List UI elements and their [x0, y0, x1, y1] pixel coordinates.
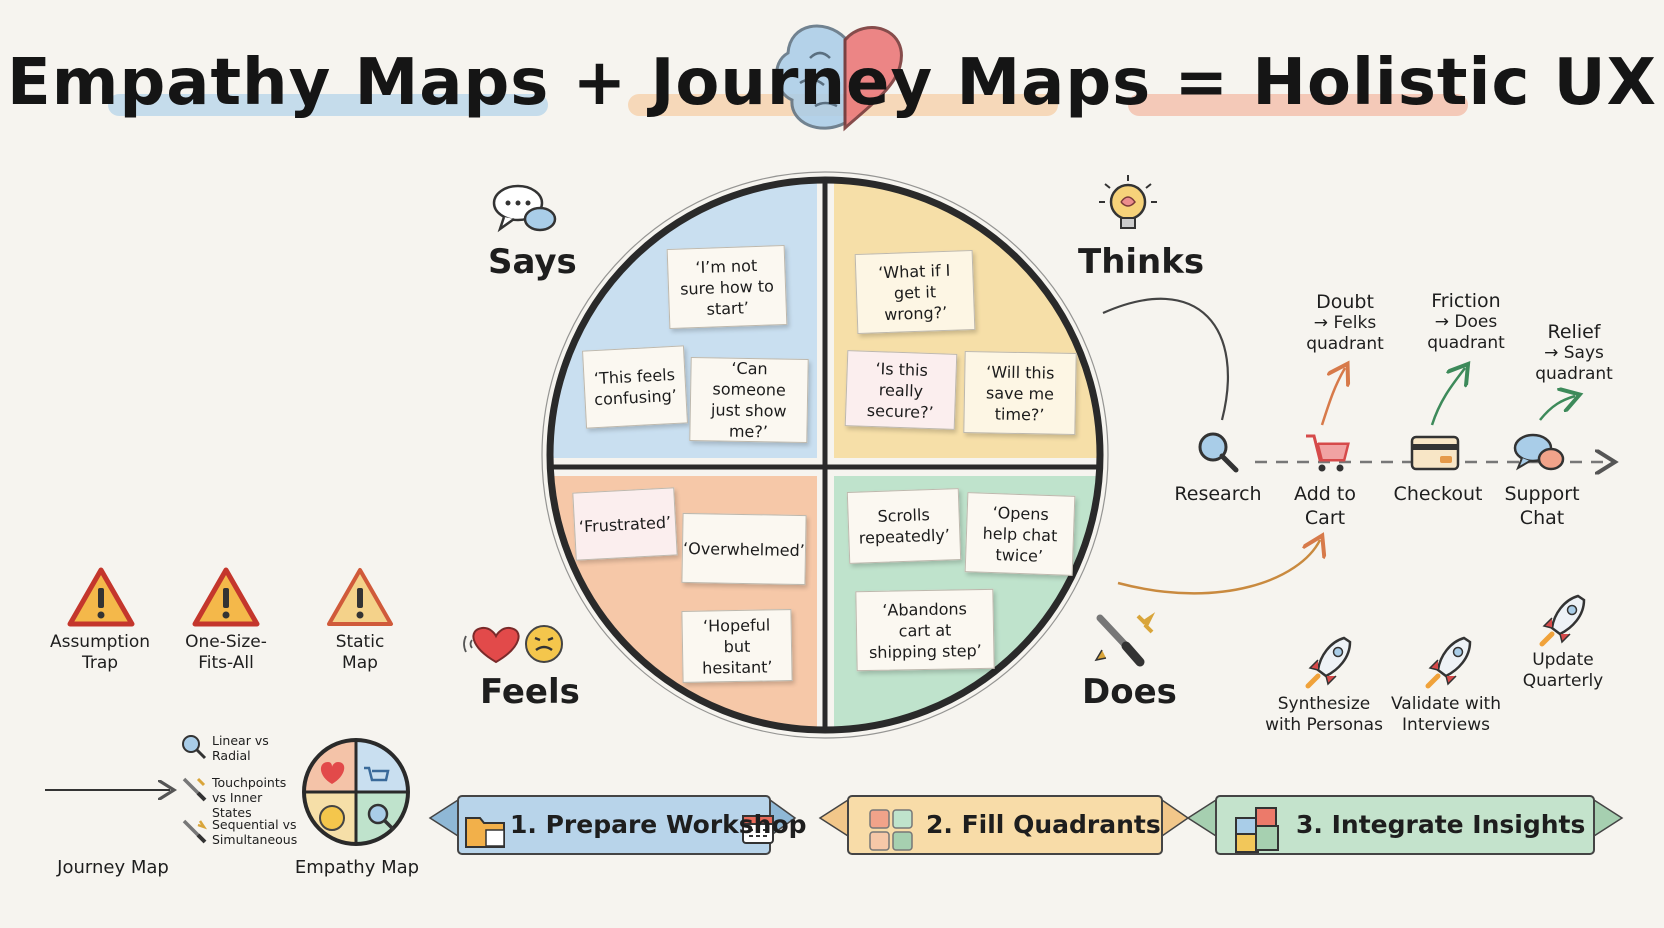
emotion-relief: Relief → Says quadrant [1528, 322, 1620, 385]
emotion-relief-target: → Says [1544, 343, 1604, 363]
tools-small-icon [182, 777, 207, 802]
step-banner-3 [1186, 795, 1624, 855]
tools-small-icon-2 [182, 819, 208, 844]
rocket-icon-3 [1539, 594, 1586, 647]
emotion-doubt-title: Doubt [1316, 291, 1374, 313]
folder-icon [465, 817, 505, 848]
warning-icon-3 [327, 568, 393, 626]
speech-bubbles-icon [492, 184, 557, 233]
emotion-relief-quadrant: quadrant [1535, 364, 1613, 384]
emotion-doubt-target: → Felks [1313, 313, 1377, 333]
step-3-label: 3. Integrate Insights [1296, 810, 1586, 839]
emotion-relief-title: Relief [1547, 321, 1601, 343]
says-label: Says [488, 242, 577, 282]
magnifier-icon [1198, 432, 1239, 473]
search-compare-icon [182, 735, 207, 760]
thinks-note-3: ‘Will this save me time?’ [963, 351, 1077, 435]
action-update: Update Quarterly [1522, 650, 1604, 691]
lightbulb-icon [1099, 175, 1157, 229]
does-note-1: Scrolls repeatedly’ [846, 488, 962, 564]
feels-note-2: ‘Overwhelmed’ [681, 512, 807, 586]
mini-empathy-map-icon [302, 738, 410, 846]
emotion-friction-target: → Does [1434, 312, 1498, 332]
tools-icon [1094, 612, 1156, 667]
action-synthesize: Synthesize with Personas [1265, 694, 1383, 735]
emotion-friction-quadrant: quadrant [1427, 333, 1505, 353]
says-note-2: ‘This feels confusing’ [582, 345, 688, 429]
emotion-doubt: Doubt → Felks quadrant [1300, 292, 1390, 355]
cart-icon [1306, 434, 1350, 472]
page-title: Empathy Maps + Journey Maps = Holistic U… [7, 46, 1657, 120]
comparison-item-2: Touchpoints vs Inner States [212, 775, 287, 820]
does-note-3: ‘Abandons cart at shipping step’ [855, 588, 995, 672]
journey-step-add-to-cart: Add to Cart [1294, 483, 1356, 529]
warning-icon-2 [192, 567, 260, 627]
pitfall-one-size-fits-all: One-Size-Fits-All [185, 632, 267, 673]
credit-card-icon [1410, 435, 1460, 471]
step-banner-2 [818, 795, 1190, 855]
says-note-3: ‘Can someone just show me?’ [689, 356, 809, 444]
puzzle-icon [1235, 807, 1279, 853]
journey-step-checkout: Checkout [1393, 483, 1483, 505]
step-2-label: 2. Fill Quadrants [926, 810, 1161, 839]
feels-note-3: ‘Hopeful but hesitant’ [681, 609, 793, 683]
feels-label: Feels [480, 672, 580, 712]
title-area: Empathy Maps + Journey Maps = Holistic U… [0, 38, 1664, 128]
brain-heart-icon [775, 24, 903, 132]
emotion-friction-title: Friction [1431, 290, 1501, 312]
warning-icon-1 [67, 567, 135, 627]
comparison-item-1: Linear vs Radial [212, 733, 269, 763]
says-note-1: ‘I’m not sure how to start’ [666, 244, 788, 330]
empathy-map-label: Empathy Map [294, 857, 420, 878]
does-note-2: ‘Opens help chat twice’ [964, 492, 1076, 576]
emotion-doubt-quadrant: quadrant [1306, 334, 1384, 354]
rocket-icon-1 [1305, 636, 1352, 689]
chat-bubbles-icon [1513, 433, 1565, 471]
pitfall-assumption-trap: Assumption Trap [49, 632, 151, 673]
action-validate: Validate with Interviews [1391, 694, 1501, 735]
heart-emoji-icon [463, 625, 563, 664]
comparison-item-3: Sequential vs Simultaneous [212, 817, 298, 847]
journey-map-label: Journey Map [57, 857, 169, 878]
journey-step-research: Research [1174, 483, 1262, 505]
thinks-note-2: ‘Is this really secure?’ [844, 350, 958, 430]
thinks-label: Thinks [1078, 242, 1205, 282]
calendar-icon [742, 815, 774, 844]
title-highlight-red [1128, 94, 1468, 116]
thinks-note-1: ‘What if I get it wrong?’ [854, 249, 976, 335]
feels-note-1: ‘Frustrated’ [572, 487, 678, 561]
rocket-icon-2 [1425, 636, 1472, 689]
grid-icon [869, 809, 913, 851]
journey-step-support-chat: Support Chat [1504, 483, 1580, 529]
title-highlight-blue [108, 94, 548, 116]
pitfall-static-map: Static Map [335, 632, 385, 673]
does-label: Does [1082, 672, 1177, 712]
step-1-label: 1. Prepare Workshop [510, 810, 807, 839]
emotion-friction: Friction → Does quadrant [1420, 291, 1512, 354]
